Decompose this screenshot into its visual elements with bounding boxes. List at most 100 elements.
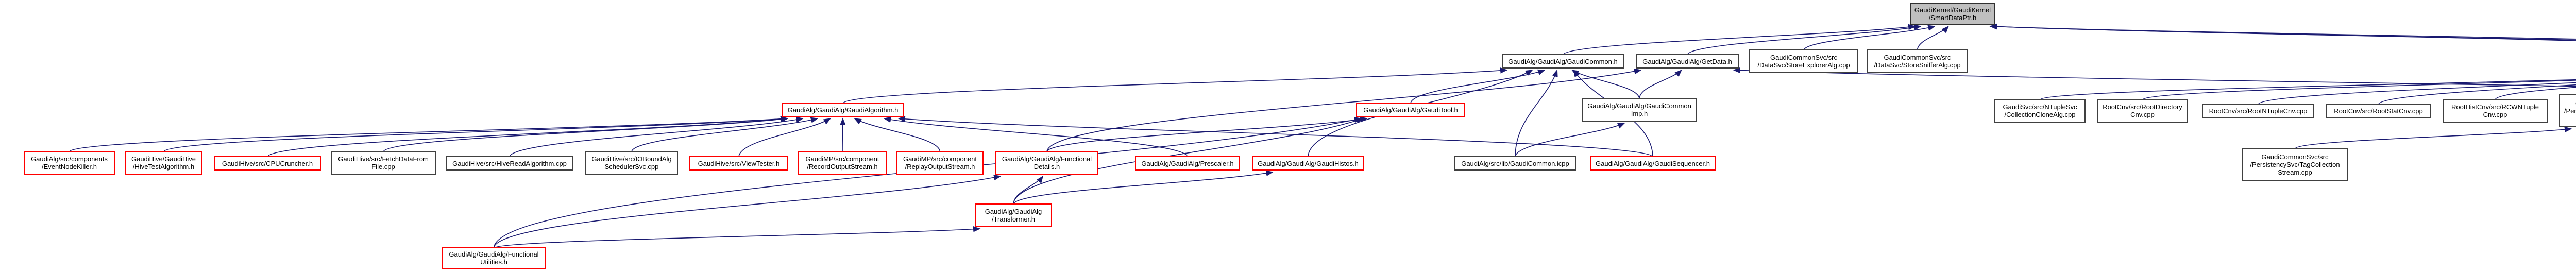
graph-node-label: GaudiHive/src/FetchDataFrom — [338, 155, 429, 163]
graph-node[interactable]: GaudiAlg/src/components/EventNodeKiller.… — [24, 151, 115, 175]
graph-node-label: /EventNodeKiller.h — [42, 163, 97, 171]
include-edge — [631, 117, 819, 152]
include-edge — [1639, 70, 1682, 99]
include-edge — [2378, 84, 2576, 105]
include-edge — [383, 116, 789, 152]
graph-node-label: RootCnv/src/RootStatCnv.cpp — [2334, 107, 2423, 115]
graph-node[interactable]: RootCnv/src/RootNTupleCnv.cpp — [2202, 104, 2314, 118]
graph-node-label: GaudiAlg/GaudiAlg/Prescaler.h — [1141, 159, 1234, 167]
include-edge — [883, 116, 1188, 158]
graph-node[interactable]: GaudiAlg/GaudiAlg/GaudiHistos.h — [1252, 156, 1364, 171]
graph-node[interactable]: GaudiMP/src/component/RecordOutputStream… — [798, 151, 887, 175]
graph-node-label: GaudiAlg/GaudiAlg/GaudiTool.h — [1363, 106, 1458, 114]
include-edge — [69, 116, 788, 152]
graph-node[interactable]: GaudiAlg/GaudiAlg/GaudiTool.h — [1356, 103, 1465, 117]
include-edge — [2495, 87, 2576, 100]
graph-node-label: GaudiKernel/GaudiKernel — [1914, 6, 1991, 14]
include-edge — [738, 118, 832, 158]
graph-node[interactable]: GaudiSvc/src/NTupleSvc/CollectionCloneAl… — [1994, 99, 2086, 123]
graph-node-label: RootHistCnv/src/RCWNTuple — [2451, 103, 2539, 111]
include-edge — [1046, 68, 1642, 152]
include-edge — [1562, 24, 1916, 56]
graph-node-label: GaudiCommonSvc/src — [2261, 152, 2329, 161]
graph-node-label: /PersistencySvc/TagCollection — [2564, 107, 2576, 115]
graph-node[interactable]: GaudiAlg/GaudiAlg/Transformer.h — [975, 203, 1052, 227]
graph-node[interactable]: GaudiCommonSvc/src/DataSvc/StoreSnifferA… — [1867, 49, 1968, 73]
graph-node-label: /SmartDataPtr.h — [1928, 14, 1977, 22]
graph-node[interactable]: GaudiHive/src/HiveReadAlgorithm.cpp — [446, 156, 573, 171]
graph-node-label: GaudiHive/src/HiveReadAlgorithm.cpp — [452, 159, 567, 167]
include-edge — [493, 226, 981, 249]
graph-node-label: RootCnv/src/RootNTupleCnv.cpp — [2209, 107, 2308, 115]
graph-node-label: GaudiSvc/src/NTupleSvc — [2003, 103, 2077, 111]
graph-node[interactable]: GaudiCommonSvc/src/DataSvc/StoreExplorer… — [1749, 49, 1858, 73]
graph-node[interactable]: GaudiAlg/GaudiAlg/GaudiCommon.h — [1502, 54, 1624, 69]
graph-node[interactable]: GaudiHive/src/ViewTester.h — [689, 156, 788, 171]
include-edge — [1046, 116, 1368, 152]
include-edge — [1515, 69, 1558, 158]
include-edge — [1687, 24, 1922, 56]
graph-node[interactable]: GaudiAlg/GaudiAlg/Prescaler.h — [1135, 156, 1240, 171]
include-edge — [2039, 79, 2576, 100]
graph-node-label: /DataSvc/StoreSnifferAlg.cpp — [1874, 61, 1961, 69]
graph-root-node: GaudiKernel/GaudiKernel/SmartDataPtr.h — [1910, 3, 1995, 25]
graph-node-label: GaudiCommonSvc/src — [1884, 54, 1951, 61]
include-edge — [854, 118, 941, 152]
graph-node[interactable]: GaudiMP/src/component/ReplayOutputStream… — [896, 151, 984, 175]
include-edge — [1410, 69, 1546, 104]
graph-node-label: Stream.cpp — [2278, 168, 2312, 176]
include-edge — [493, 174, 1002, 249]
graph-node-label: GaudiAlg/GaudiAlg/GaudiAlgorithm.h — [787, 106, 899, 114]
include-edge — [1989, 23, 2576, 41]
include-edge — [2142, 80, 2576, 100]
include-edge — [2294, 126, 2572, 149]
graph-node-label: GaudiMP/src/component — [805, 155, 879, 163]
graph-node-label: /RecordOutputStream.h — [807, 163, 878, 171]
graph-node[interactable]: GaudiAlg/src/lib/GaudiCommon.icpp — [1454, 156, 1576, 171]
include-edge — [2258, 82, 2576, 105]
graph-node-label: Cnv.cpp — [2483, 111, 2507, 118]
graph-node-label: Cnv.cpp — [2130, 111, 2155, 118]
include-edge — [509, 116, 804, 158]
graph-node[interactable]: GaudiCommonSvc/src/PersistencySvc/TagCol… — [2559, 94, 2576, 127]
graph-node-label: GaudiAlg/GaudiAlg/Functional — [1002, 155, 1092, 163]
graph-node-label: SchedulerSvc.cpp — [604, 163, 659, 171]
graph-node[interactable]: GaudiAlg/GaudiAlg/GaudiAlgorithm.h — [782, 103, 904, 117]
graph-node[interactable]: RootCnv/src/RootStatCnv.cpp — [2326, 104, 2431, 118]
graph-node-label: RootCnv/src/RootDirectory — [2103, 103, 2182, 111]
graph-node-label: /CollectionCloneAlg.cpp — [2004, 111, 2076, 118]
graph-node[interactable]: GaudiAlg/GaudiAlg/GaudiSequencer.h — [1590, 156, 1716, 171]
graph-node-label: Imp.h — [1631, 110, 1648, 117]
graph-node-label: GaudiAlg/GaudiAlg — [985, 208, 1042, 215]
include-edge — [1917, 25, 1949, 51]
include-edge — [1515, 123, 1625, 158]
graph-node[interactable]: GaudiHive/src/CPUCruncher.h — [214, 156, 321, 171]
graph-node-label: File.cpp — [371, 163, 395, 171]
graph-node-label: /PersistencySvc/TagCollection — [2250, 160, 2340, 168]
graph-node-label: GaudiHive/src/CPUCruncher.h — [222, 159, 313, 167]
include-edge — [1803, 25, 1936, 51]
graph-node-label: GaudiCommonSvc/src — [2575, 99, 2576, 107]
include-edge — [1013, 175, 1044, 205]
graph-node[interactable]: GaudiAlg/GaudiAlg/GetData.h — [1636, 54, 1739, 69]
graph-node-label: GaudiMP/src/component — [903, 155, 977, 163]
graph-node-label: /ReplayOutputStream.h — [905, 163, 975, 171]
include-edge — [1013, 170, 1274, 205]
graph-node[interactable]: GaudiHive/GaudiHive/HiveTestAlgorithm.h — [125, 151, 202, 175]
graph-node[interactable]: GaudiCommonSvc/src/PersistencySvc/TagCol… — [2242, 148, 2348, 181]
graph-node-label: GaudiAlg/GaudiAlg/GetData.h — [1642, 57, 1732, 65]
graph-node-label: GaudiCommonSvc/src — [1770, 54, 1838, 61]
graph-node-label: GaudiAlg/GaudiAlg/GaudiSequencer.h — [1596, 159, 1710, 167]
include-edge — [897, 116, 1653, 158]
graph-node-label: /HiveTestAlgorithm.h — [132, 163, 195, 171]
graph-node-label: GaudiAlg/GaudiAlg/GaudiCommon — [1587, 102, 1691, 110]
